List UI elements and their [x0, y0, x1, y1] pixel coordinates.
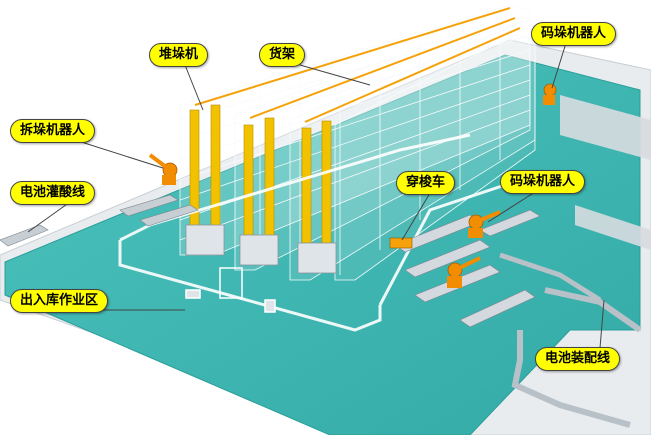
loop-track — [118, 133, 471, 332]
inbound-gate — [185, 267, 276, 313]
depalletizer-robot — [148, 153, 178, 185]
stacker-crane-2 — [239, 117, 279, 266]
shuttle-car — [389, 237, 413, 249]
right-wall-lower — [575, 205, 651, 250]
palletizer-robot-mid-1 — [468, 210, 501, 238]
stacker-crane-1 — [185, 104, 225, 256]
palletizer-robot-top — [543, 83, 557, 105]
assembly-conveyor — [511, 287, 642, 428]
stacker-crane-3 — [297, 120, 337, 274]
shuttle-conveyors — [394, 209, 541, 328]
right-wall — [560, 95, 651, 160]
top-rails — [194, 7, 521, 123]
left-conveyor — [0, 194, 199, 247]
palletizer-robot-mid-2 — [447, 256, 481, 288]
